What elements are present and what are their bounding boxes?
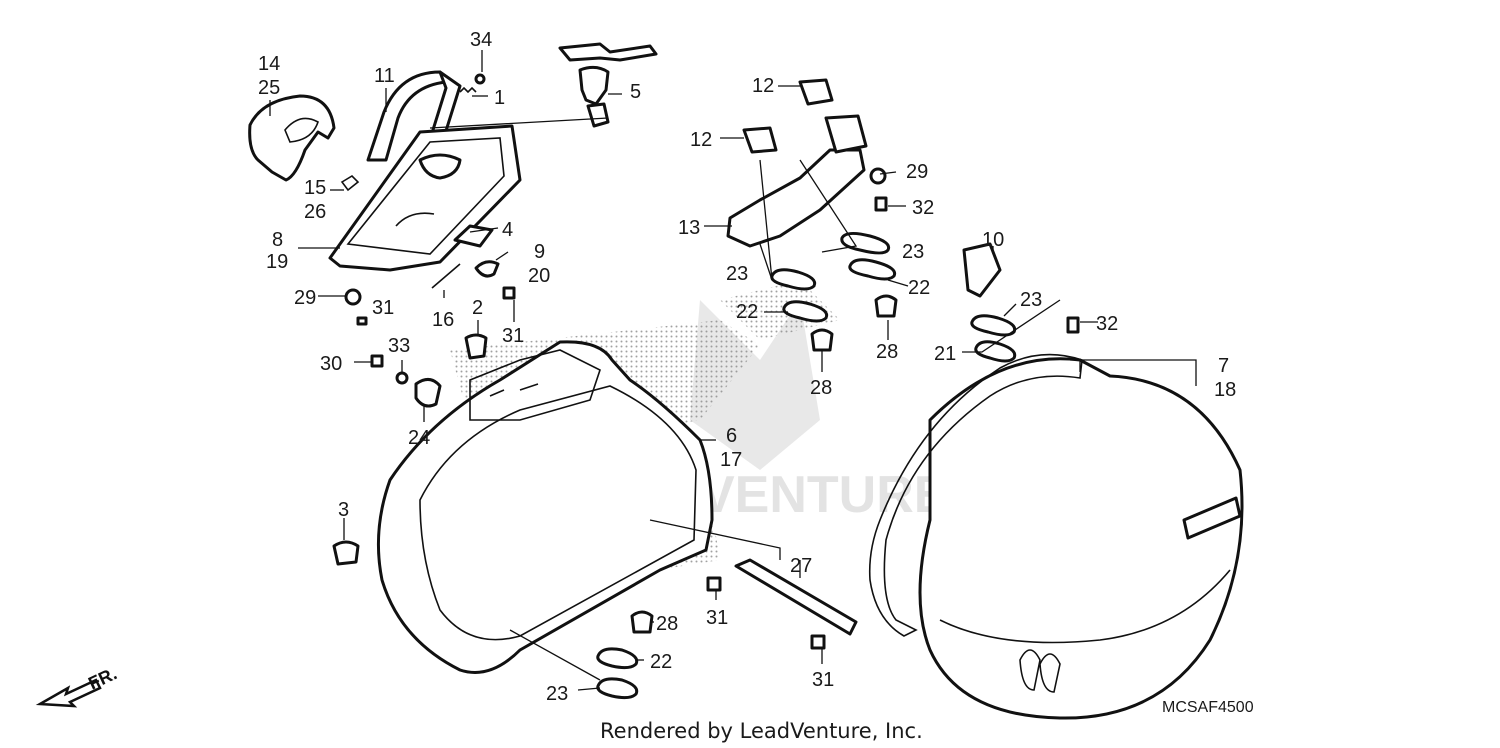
callout-7: 7 [1218, 355, 1229, 377]
callout-16: 16 [432, 309, 454, 331]
part-27-strip[interactable] [734, 558, 858, 636]
callout-23-lower: 23 [546, 683, 568, 705]
part-3-cap[interactable] [332, 540, 360, 566]
callout-28-mid: 28 [810, 377, 832, 399]
callout-28-lower: 28 [656, 613, 678, 635]
part-28-grommet-c[interactable] [630, 610, 654, 634]
callout-31-center: 31 [502, 325, 524, 347]
part-32-screw-b[interactable] [1066, 316, 1080, 334]
callout-28-upper: 28 [876, 341, 898, 363]
callout-4: 4 [502, 219, 513, 241]
part-31-screw-b[interactable] [502, 286, 516, 300]
callout-29-left: 29 [294, 287, 316, 309]
part-24-damper[interactable] [414, 378, 442, 408]
callout-31-bottom: 31 [812, 669, 834, 691]
callout-31-left: 31 [372, 297, 394, 319]
callout-19: 19 [266, 251, 288, 273]
part-23-plate-b[interactable] [770, 268, 817, 291]
leader-lines [269, 50, 1197, 691]
callout-12-mid: 12 [690, 129, 712, 151]
callout-22-upper: 22 [908, 277, 930, 299]
callout-32-right: 32 [1096, 313, 1118, 335]
bracket-assembly[interactable] [726, 78, 868, 248]
saddlebag-lid[interactable] [868, 353, 1244, 720]
grip-cover-part[interactable] [248, 94, 336, 182]
callout-11: 11 [374, 65, 395, 87]
part-23-plate-a[interactable] [840, 231, 891, 255]
callout-23-right: 23 [1020, 289, 1042, 311]
rendered-by-footer: Rendered by LeadVenture, Inc. [600, 719, 923, 743]
part-29-washer-a[interactable] [344, 288, 362, 306]
part-29-washer-b[interactable] [869, 167, 887, 185]
part-33-washer[interactable] [395, 371, 409, 385]
callout-23-mid: 23 [726, 263, 748, 285]
callout-10: 10 [982, 229, 1004, 251]
part-22-plate-a[interactable] [848, 258, 897, 281]
part-34-screw[interactable] [474, 73, 486, 85]
gasket-part[interactable] [453, 224, 494, 248]
callout-31-lower: 31 [706, 607, 728, 629]
callout-3: 3 [338, 499, 349, 521]
callout-14: 14 [258, 53, 280, 75]
front-arrow: FR. [35, 663, 120, 708]
part-31-screw-c[interactable] [706, 576, 722, 592]
part-15-clip[interactable] [340, 174, 360, 192]
part-31-screw-a[interactable] [356, 316, 368, 326]
callout-6: 6 [726, 425, 737, 447]
callout-25: 25 [258, 77, 280, 99]
callout-30: 30 [320, 353, 342, 375]
part-22-plate-b[interactable] [782, 300, 829, 323]
part-22-plate-c[interactable] [596, 647, 639, 670]
callout-27: 27 [790, 555, 812, 577]
lid-top-panel[interactable] [328, 124, 522, 272]
part-31-screw-d[interactable] [810, 634, 826, 650]
callout-17: 17 [720, 449, 742, 471]
callout-13: 13 [678, 217, 700, 239]
part-28-grommet-b[interactable] [810, 328, 834, 352]
front-arrow-icon [35, 678, 102, 708]
part-9-clip[interactable] [474, 260, 500, 278]
part-10-bracket[interactable] [962, 242, 1002, 298]
part-30-bolt[interactable] [370, 354, 384, 368]
callout-18: 18 [1214, 379, 1236, 401]
part-1-spring[interactable] [459, 86, 477, 94]
key-lock-part[interactable] [558, 42, 658, 128]
callout-33: 33 [388, 335, 410, 357]
callout-9: 9 [534, 241, 545, 263]
part-16-pin[interactable] [431, 263, 461, 289]
callout-1: 1 [494, 87, 505, 109]
part-23-plate-d[interactable] [596, 677, 639, 700]
callout-22-mid: 22 [736, 301, 758, 323]
callout-22-lower: 22 [650, 651, 672, 673]
part-23-plate-c[interactable] [970, 314, 1017, 337]
callout-21: 21 [934, 343, 956, 365]
callout-32-top: 32 [912, 197, 934, 219]
part-2-cap[interactable] [464, 333, 488, 360]
diagram-code: MCSAF4500 [1162, 699, 1254, 716]
callout-26: 26 [304, 201, 326, 223]
callout-29-right: 29 [906, 161, 928, 183]
callout-24: 24 [408, 427, 430, 449]
part-28-grommet-a[interactable] [874, 294, 898, 318]
callouts: 14 25 11 34 1 5 12 12 15 26 29 32 13 23 … [258, 29, 1236, 705]
watermark-text: VENTURE [700, 466, 948, 524]
saddlebag-case[interactable] [376, 340, 714, 674]
callout-5: 5 [630, 81, 641, 103]
callout-12-top: 12 [752, 75, 774, 97]
part-21-plate[interactable] [974, 340, 1017, 363]
callout-23-upper: 23 [902, 241, 924, 263]
callout-8: 8 [272, 229, 283, 251]
part-32-screw-a[interactable] [874, 196, 888, 212]
callout-20: 20 [528, 265, 550, 287]
callout-15: 15 [304, 177, 326, 199]
callout-2: 2 [472, 297, 483, 319]
callout-34: 34 [470, 29, 492, 51]
